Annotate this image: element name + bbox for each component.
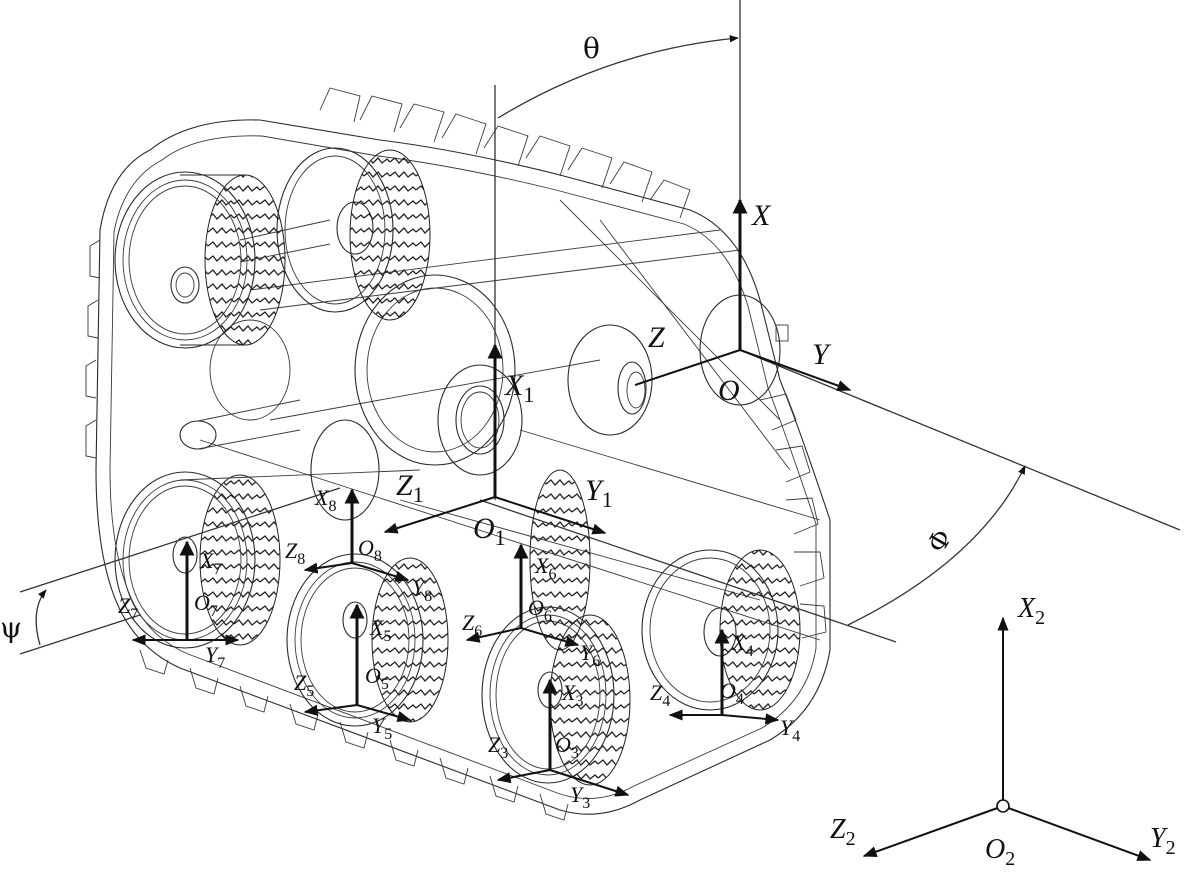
label-X2: X2 — [1017, 593, 1045, 629]
axis-Z1 — [383, 496, 496, 534]
reference-lines — [19, 0, 1181, 655]
label-Z3: Z3 — [488, 732, 508, 762]
label-Z6: Z6 — [462, 610, 482, 640]
svg-text:O1: O1 — [473, 512, 506, 550]
label-Z2: Z2 — [830, 814, 856, 850]
label-Z5: Z5 — [294, 670, 314, 700]
label-Z: Z — [648, 321, 665, 354]
svg-text:Z1: Z1 — [396, 469, 424, 507]
label-Y2: Y2 — [1150, 823, 1176, 859]
ground-reference-line-bottom — [479, 499, 897, 643]
track-grousers — [85, 87, 827, 639]
phi-arc — [847, 465, 1026, 626]
axis-Y5 — [356, 704, 412, 722]
central-drive-wheel — [354, 274, 516, 466]
label-X3: X3 — [561, 680, 583, 710]
svg-text:Z2: Z2 — [830, 814, 856, 850]
top-center-road-wheel — [239, 147, 431, 321]
label-Y: Y — [812, 338, 832, 371]
psi-label: ψ — [0, 611, 22, 644]
label-Y5: Y5 — [372, 713, 392, 743]
label-O5: O5 — [365, 663, 389, 693]
axis-Z3 — [496, 769, 551, 784]
label-O6: O6 — [528, 595, 552, 625]
axis-Y — [739, 349, 852, 391]
label-X1: X1 — [504, 369, 534, 407]
frame-O2 — [862, 616, 1152, 861]
label-Z4: Z4 — [650, 680, 670, 710]
road-wheel-4 — [641, 549, 801, 711]
axis-Z5 — [303, 704, 358, 716]
axis-Z — [634, 349, 741, 386]
axis-Y1 — [494, 496, 607, 535]
label-O4: O4 — [720, 678, 744, 708]
label-Y3: Y3 — [570, 782, 590, 812]
label-X6: X6 — [534, 553, 556, 583]
label-Y1: Y1 — [585, 474, 613, 512]
road-wheel-5 — [286, 553, 449, 727]
svg-text:X2: X2 — [1017, 593, 1045, 629]
label-X: X — [751, 199, 772, 232]
axis-Y8 — [351, 562, 410, 582]
psi-reference-line-bottom — [19, 614, 141, 655]
theta-label: θ — [583, 32, 600, 65]
tensioner-wheels — [310, 419, 591, 651]
axis-Y6 — [520, 627, 580, 647]
track-teeth — [139, 649, 569, 821]
origin-marker-O2 — [996, 799, 1010, 813]
label-Y7: Y7 — [205, 642, 225, 672]
frame-O — [634, 198, 852, 391]
theta-arc — [497, 35, 739, 119]
label-Z1: Z1 — [396, 469, 424, 507]
axis-Z6 — [465, 627, 522, 643]
central-flange — [437, 364, 523, 476]
label-O3: O3 — [555, 732, 579, 762]
axis-Y4 — [721, 713, 780, 725]
axis-Z2 — [862, 805, 1004, 858]
label-Z8: Z8 — [285, 538, 305, 568]
top-left-road-wheel — [114, 171, 286, 349]
label-Y4: Y4 — [780, 715, 800, 745]
axis-Z8 — [303, 562, 353, 574]
label-O7: O7 — [194, 590, 218, 620]
label-O: O — [718, 374, 740, 407]
axis-Y2 — [1002, 805, 1152, 861]
ground-reference-line-top — [739, 349, 1181, 531]
right-hub — [567, 324, 653, 436]
label-Z7: Z7 — [118, 593, 138, 623]
label-O2: O2 — [985, 834, 1015, 870]
label-X5: X5 — [369, 615, 391, 645]
phi-label: Φ — [922, 525, 959, 558]
svg-text:X1: X1 — [504, 369, 534, 407]
svg-text:Y2: Y2 — [1150, 823, 1176, 859]
frame-O1 — [383, 343, 607, 535]
label-X8: X8 — [314, 485, 336, 515]
svg-text:Y1: Y1 — [585, 474, 613, 512]
label-O1: O1 — [473, 512, 506, 550]
label-Y6: Y6 — [580, 640, 600, 670]
road-wheel-7 — [114, 471, 281, 649]
psi-reference-line-top — [19, 487, 341, 593]
label-O8: O8 — [358, 535, 382, 565]
track-housing — [85, 87, 831, 821]
axis-Y3 — [549, 769, 630, 797]
svg-text:O2: O2 — [985, 834, 1015, 870]
label-X7: X7 — [199, 548, 221, 578]
psi-arc — [35, 589, 47, 646]
label-X4: X4 — [731, 630, 753, 660]
label-Y8: Y8 — [412, 575, 432, 605]
